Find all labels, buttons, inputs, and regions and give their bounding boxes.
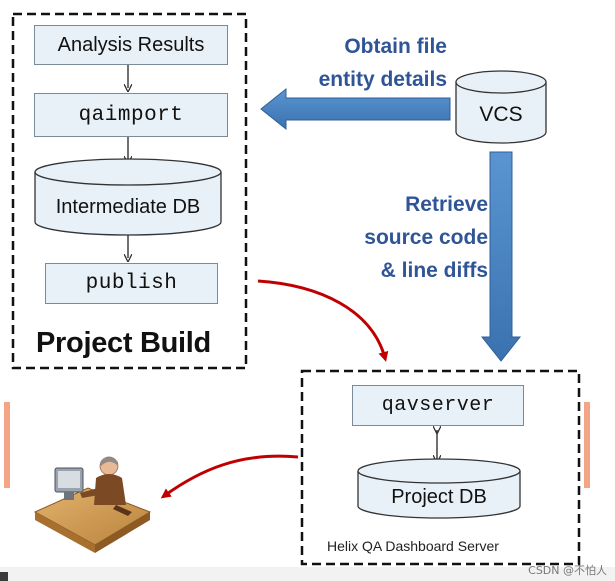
intermediate-db-cylinder — [34, 158, 222, 236]
qaimport-box: qaimport — [34, 93, 228, 137]
bottom-strip-corner — [0, 572, 8, 581]
server-panel-title: Helix QA Dashboard Server — [327, 538, 499, 554]
project-build-title: Project Build — [36, 327, 211, 359]
vcs-label: VCS — [479, 103, 523, 126]
analysis-results-box: Analysis Results — [34, 25, 228, 65]
retrieve-source-arrow — [480, 151, 522, 362]
project-build-panel — [11, 12, 248, 370]
publish-to-server-arrow — [257, 279, 389, 362]
csdn-watermark: CSDN @不怕人 — [528, 564, 607, 577]
qavserver-box: qavserver — [352, 385, 524, 426]
user-at-computer-icon — [33, 456, 152, 553]
left-edge-mark — [4, 402, 10, 488]
right-edge-mark — [584, 402, 590, 488]
vcs-cylinder — [455, 70, 547, 144]
obtain-file-arrow — [260, 87, 451, 131]
server-panel — [300, 369, 581, 566]
retrieve-source-label: Retrieve source code & line diffs — [364, 188, 488, 287]
intermediate-db-label: Intermediate DB — [55, 195, 201, 218]
retrieve-label-line-1: Retrieve — [405, 193, 488, 216]
project-db-label: Project DB — [391, 485, 487, 508]
project-db-cylinder — [357, 458, 521, 519]
publish-box: publish — [45, 263, 218, 304]
obtain-label-line-1: Obtain file — [344, 35, 447, 58]
server-to-user-arrow — [160, 454, 299, 499]
obtain-file-label: Obtain file entity details — [319, 30, 447, 96]
retrieve-label-line-2: source code — [364, 226, 488, 249]
bottom-strip — [0, 567, 615, 581]
obtain-label-line-2: entity details — [318, 68, 447, 91]
retrieve-label-line-3: & line diffs — [380, 259, 488, 282]
